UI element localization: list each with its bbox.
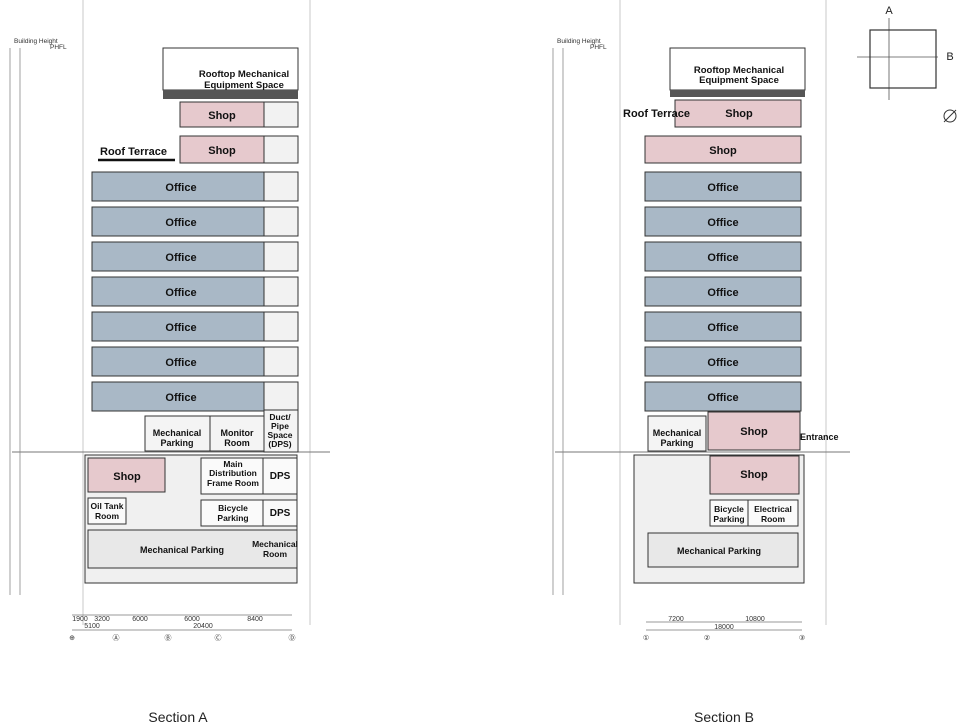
dim-text: 20400 bbox=[193, 623, 213, 630]
oil-label-1: Oil Tank bbox=[91, 501, 124, 511]
monitor-label-2: Room bbox=[224, 438, 250, 448]
electrical-label-2: Room bbox=[761, 514, 786, 524]
level-scale-a: Building Height PHFL bbox=[9, 38, 67, 595]
main-dist-label-2: Distribution bbox=[209, 468, 257, 478]
mech-room-label-1: Mechanical bbox=[252, 539, 298, 549]
caption-section-b: Section B bbox=[694, 709, 754, 725]
rooftop-label-2-a: Equipment Space bbox=[204, 80, 284, 91]
mech-room-label-2: Room bbox=[263, 549, 288, 559]
grid-marker: Ⓓ bbox=[289, 634, 296, 642]
monitor-label-1: Monitor bbox=[221, 428, 254, 438]
bicycle-label-2: Parking bbox=[713, 514, 744, 524]
dim-text: 18000 bbox=[714, 624, 734, 631]
rooftop-label-1-b: Rooftop Mechanical bbox=[694, 65, 784, 76]
shop-label: Shop bbox=[208, 110, 236, 122]
office-floors-b: Office Office Office Office Office Offic… bbox=[644, 171, 802, 412]
office-label: Office bbox=[165, 252, 196, 264]
grid-marker: Ⓒ bbox=[215, 634, 222, 642]
shop-label: Shop bbox=[709, 145, 737, 157]
shop-b1-a bbox=[87, 457, 166, 493]
dim-text: 10800 bbox=[745, 616, 765, 623]
duct-label-4: (DPS) bbox=[268, 439, 291, 449]
shop-label: Shop bbox=[725, 108, 753, 120]
rooftop-label-1-a: Rooftop Mechanical bbox=[199, 69, 289, 80]
mech-parking-label-2: Parking bbox=[160, 438, 193, 448]
shop-b1-b bbox=[709, 455, 800, 495]
dim-text: 6000 bbox=[132, 616, 148, 623]
entrance-label: Entrance bbox=[800, 432, 839, 442]
grid-marker: ③ bbox=[799, 634, 805, 642]
section-b: Building Height PHFL Rooftop Mechanical … bbox=[552, 0, 850, 725]
shop-label: Shop bbox=[740, 469, 768, 481]
office-floors-a: Office Office Office Office Office Offic… bbox=[91, 171, 299, 412]
grid-marker: Ⓑ bbox=[165, 634, 172, 642]
dps-label: DPS bbox=[270, 471, 291, 482]
phfl-label: PHFL bbox=[50, 44, 67, 51]
dim-text: 5100 bbox=[84, 623, 100, 630]
office-label: Office bbox=[707, 182, 738, 194]
key-plan-label-b: B bbox=[946, 51, 953, 63]
office-label: Office bbox=[707, 357, 738, 369]
shop-label: Shop bbox=[208, 145, 236, 157]
mech-parking-full-label: Mechanical Parking bbox=[677, 546, 761, 556]
building-height-label: Building Height bbox=[14, 38, 58, 45]
key-plan-label-a: A bbox=[885, 5, 893, 17]
bicycle-label-1: Bicycle bbox=[714, 504, 744, 514]
mech-parking-full-label: Mechanical Parking bbox=[140, 545, 224, 555]
dim-text: 1900 bbox=[72, 616, 88, 623]
roof-terrace-label-a: Roof Terrace bbox=[100, 146, 167, 158]
grid-marker: ① bbox=[643, 634, 649, 642]
bicycle-label-2: Parking bbox=[217, 513, 248, 523]
dim-text: 6000 bbox=[184, 616, 200, 623]
office-label: Office bbox=[165, 322, 196, 334]
section-a: Building Height PHFL Rooftop Mechanical … bbox=[9, 0, 330, 725]
duct-label-1: Duct/ bbox=[269, 412, 291, 422]
key-plan: A B bbox=[857, 5, 957, 123]
dim-text: 7200 bbox=[668, 616, 684, 623]
duct-label-3: Space bbox=[267, 430, 292, 440]
main-dist-label-3: Frame Room bbox=[207, 478, 259, 488]
office-label: Office bbox=[165, 217, 196, 229]
office-label: Office bbox=[707, 252, 738, 264]
shop-9f-a bbox=[179, 135, 265, 164]
mech-parking-label-2: Parking bbox=[660, 438, 693, 448]
dim-text: 3200 bbox=[94, 616, 110, 623]
caption-section-a: Section A bbox=[148, 709, 208, 725]
shop-label: Shop bbox=[113, 471, 141, 483]
roof-terrace-label-b: Roof Terrace bbox=[623, 108, 690, 120]
office-label: Office bbox=[707, 392, 738, 404]
bicycle-label-1: Bicycle bbox=[218, 503, 248, 513]
office-label: Office bbox=[165, 182, 196, 194]
shop-label: Shop bbox=[740, 426, 768, 438]
north-arrow-icon bbox=[943, 109, 957, 123]
mech-parking-label-1: Mechanical bbox=[153, 428, 202, 438]
dim-text: 8400 bbox=[247, 616, 263, 623]
rooftop-label-2-b: Equipment Space bbox=[699, 75, 779, 86]
shop-9f-b bbox=[644, 135, 802, 164]
oil-label-2: Room bbox=[95, 511, 120, 521]
grid-marker: ② bbox=[704, 634, 710, 642]
shop-10f-b bbox=[674, 99, 802, 128]
electrical-label-1: Electrical bbox=[754, 504, 792, 514]
office-label: Office bbox=[165, 357, 196, 369]
office-label: Office bbox=[707, 217, 738, 229]
grid-marker: Ⓐ bbox=[113, 634, 120, 642]
grid-marker: ⊕ bbox=[69, 635, 75, 642]
office-label: Office bbox=[165, 287, 196, 299]
duct-label-2: Pipe bbox=[271, 421, 289, 431]
building-height-label: Building Height bbox=[557, 38, 601, 45]
shop-1f-b bbox=[707, 411, 801, 451]
main-dist-label-1: Main bbox=[223, 459, 242, 469]
office-label: Office bbox=[707, 322, 738, 334]
dps-label: DPS bbox=[270, 508, 291, 519]
mech-parking-label-1: Mechanical bbox=[653, 428, 702, 438]
office-label: Office bbox=[165, 392, 196, 404]
phfl-label: PHFL bbox=[590, 44, 607, 51]
office-label: Office bbox=[707, 287, 738, 299]
